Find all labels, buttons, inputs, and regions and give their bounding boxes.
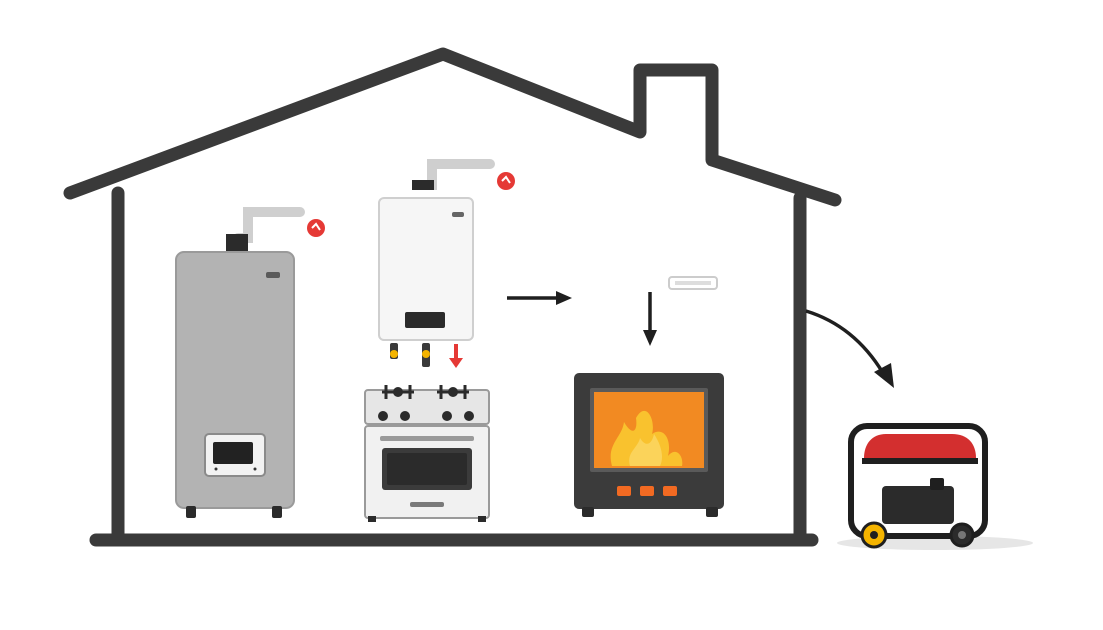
gas-stove-icon [364,385,490,522]
curved-arrow-icon [805,309,894,388]
tankless-water-heater-icon [378,159,495,368]
tank-water-heater-icon [175,207,305,518]
fireplace-icon [574,373,724,517]
arrow-right-icon [507,291,572,305]
warning-badge-icon [497,172,515,190]
arrow-down-icon [643,292,657,346]
warning-badge-icon [307,219,325,237]
portable-generator-icon [837,423,1033,550]
vent-tag-icon [668,276,718,290]
house-outline-icon [63,47,842,547]
